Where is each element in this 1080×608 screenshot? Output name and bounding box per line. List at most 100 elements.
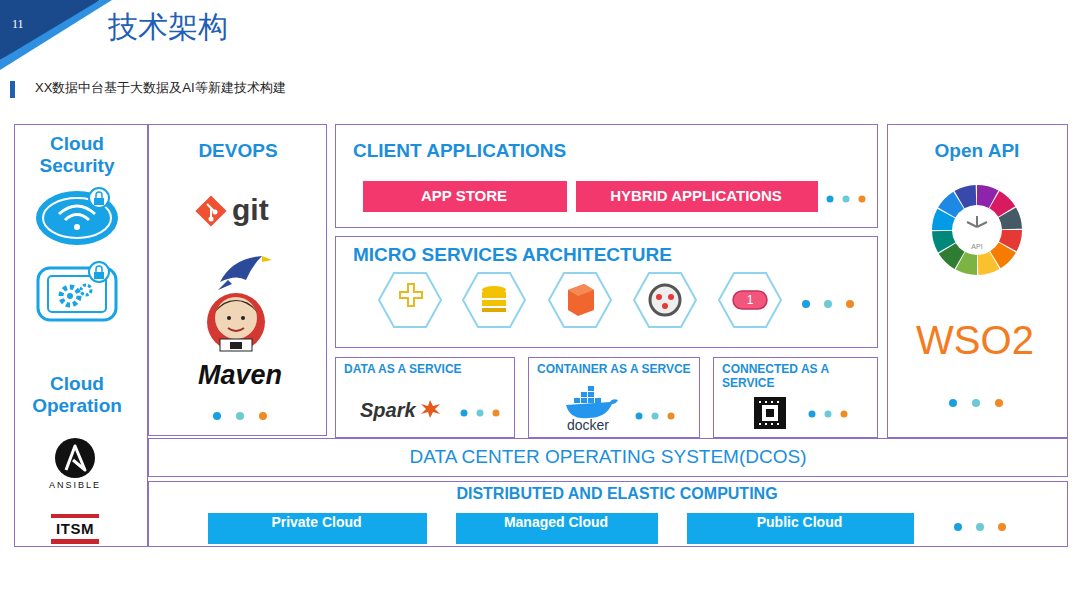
bar-label: Public Cloud xyxy=(686,514,913,530)
service-icons xyxy=(662,303,668,309)
chip-icon xyxy=(766,409,774,417)
git-logo xyxy=(195,195,226,226)
bar-label: HYBRID APPLICATIONS xyxy=(575,180,817,211)
logo-text: docker xyxy=(550,417,626,433)
logo-text: Maven xyxy=(160,360,320,391)
ellipsis-dots xyxy=(668,413,675,420)
api-wheel xyxy=(929,182,1025,278)
service-label: DATA AS A SERVICE xyxy=(344,362,510,376)
security-wifi-icon xyxy=(96,192,102,198)
service-icons xyxy=(733,291,767,309)
docker-whale xyxy=(588,398,594,403)
service-icons xyxy=(400,284,767,316)
page-number: 11 xyxy=(12,18,42,32)
service-icons xyxy=(568,284,594,296)
docker-whale xyxy=(581,398,587,403)
service-icons xyxy=(482,300,506,306)
maven-bird xyxy=(262,256,272,262)
service-icons xyxy=(656,294,662,300)
group-panel: DEVOPSgitMaven xyxy=(148,124,327,436)
api-wheel xyxy=(929,182,1025,278)
ansible-logo xyxy=(55,438,95,478)
ellipsis-dots xyxy=(636,413,643,420)
service-icons xyxy=(400,284,422,306)
layer-band: DATA CENTER OPERATING SYSTEM(DCOS) xyxy=(148,438,1068,477)
service-icons xyxy=(482,292,506,298)
group-panel: Open APIAPIWSO2 xyxy=(887,124,1068,438)
security-device-icon xyxy=(96,266,102,272)
api-wheel xyxy=(953,206,1001,254)
security-wifi-icon xyxy=(74,224,80,230)
security-wifi-icon xyxy=(65,215,89,221)
section-heading: Open API xyxy=(895,140,1059,162)
ellipsis-dots xyxy=(259,412,267,420)
logo-text: ANSIBLE xyxy=(30,480,120,490)
group-panel: Cloud SecurityCloud OperationANSIBLEITSM xyxy=(14,124,148,547)
ellipsis-dots xyxy=(802,300,810,308)
ellipsis-dots xyxy=(824,300,832,308)
ellipsis-dots xyxy=(972,399,980,407)
service-label: CONTAINER AS A SERVCE xyxy=(537,362,697,376)
logo-text: Spark xyxy=(360,399,440,422)
itsm-logo xyxy=(51,514,99,518)
app-bar: HYBRID APPLICATIONS xyxy=(576,181,818,212)
security-device-icon xyxy=(38,262,116,320)
ansible-logo xyxy=(55,438,95,478)
cloud-bar: Public Cloud xyxy=(687,513,914,544)
service-hexagons xyxy=(549,273,611,327)
api-wheel xyxy=(929,182,1025,278)
ellipsis-dots xyxy=(213,412,221,420)
app-bar: APP STORE xyxy=(363,181,567,212)
ellipsis-dots xyxy=(998,523,1006,531)
layer-panel: CLIENT APPLICATIONS APP STORE HYBRID APPLI… xyxy=(335,124,878,228)
badge-number: 1 xyxy=(735,292,765,308)
ellipsis-dots xyxy=(949,399,957,407)
security-wifi-icon xyxy=(36,188,118,245)
security-device-icon xyxy=(67,293,73,299)
service-hexagons xyxy=(634,273,696,327)
docker-whale xyxy=(574,398,580,403)
band-label: DATA CENTER OPERATING SYSTEM(DCOS) xyxy=(148,446,1068,468)
api-wheel xyxy=(929,182,1025,278)
service-hexagons xyxy=(379,273,781,327)
section-heading: DEVOPS xyxy=(158,140,318,162)
ellipsis-dots xyxy=(976,523,984,531)
docker-whale xyxy=(588,392,594,397)
spark-star xyxy=(421,400,440,418)
layer-heading: MICRO SERVICES ARCHITECTURE xyxy=(353,244,773,266)
security-wifi-icon xyxy=(43,198,111,238)
ellipsis-dots xyxy=(477,410,484,417)
api-wheel xyxy=(929,182,1025,278)
maven-bird xyxy=(218,256,272,290)
service-box: CONTAINER AS A SERVCE docker xyxy=(528,357,700,438)
api-wheel xyxy=(929,182,1025,278)
api-wheel xyxy=(929,182,1025,278)
maven-bird xyxy=(218,280,232,290)
logo-text: API xyxy=(962,243,992,251)
bar-label: Managed Cloud xyxy=(455,514,657,530)
ellipsis-dots xyxy=(841,411,848,418)
jenkins-logo xyxy=(228,328,244,331)
chip-icon xyxy=(754,397,786,429)
security-device-icon xyxy=(89,262,109,282)
jenkins-logo xyxy=(207,293,265,351)
spark-star xyxy=(421,400,440,418)
header-banner xyxy=(0,0,112,70)
chip-icon xyxy=(754,397,786,429)
service-label: CONNECTED AS A SERVICE xyxy=(722,362,874,390)
cloud-bar: Private Cloud xyxy=(208,513,427,544)
git-logo xyxy=(213,210,218,215)
git-logo xyxy=(195,195,226,226)
security-device-icon xyxy=(81,285,91,295)
jenkins-logo xyxy=(227,316,231,320)
layer-band: DISTRIBUTED AND ELASTIC COMPUTINGPrivate… xyxy=(148,481,1068,547)
security-wifi-icon xyxy=(89,188,109,208)
layer-heading: CLIENT APPLICATIONS xyxy=(353,140,773,162)
api-wheel xyxy=(967,216,987,227)
bar-label: APP STORE xyxy=(362,180,566,211)
service-hexagons xyxy=(463,273,525,327)
ellipsis-dots xyxy=(843,196,850,203)
ellipsis-dots xyxy=(954,523,962,531)
security-device-icon xyxy=(61,287,79,305)
jenkins-logo xyxy=(207,293,265,351)
